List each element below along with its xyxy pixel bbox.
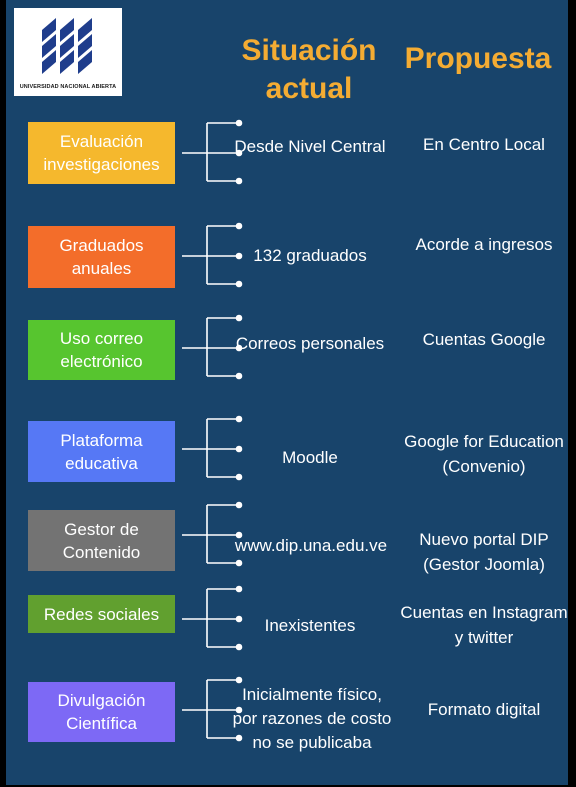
category-box: Uso correo electrónico xyxy=(28,320,175,380)
category-box: Graduados anuales xyxy=(28,226,175,288)
current-situation-text: www.dip.una.edu.ve xyxy=(234,536,388,555)
proposal-text: Nuevo portal DIP (Gestor Joomla) xyxy=(419,530,549,574)
logo-text: UNIVERSIDAD NACIONAL ABIERTA xyxy=(19,84,117,90)
bracket-connector xyxy=(182,314,243,380)
infographic: UNIVERSIDAD NACIONAL ABIERTA Situación a… xyxy=(6,0,568,785)
category-box: Gestor de Contenido xyxy=(28,510,175,571)
bracket-connector xyxy=(182,415,243,481)
proposal-text: Formato digital xyxy=(427,700,541,719)
bracket-connector xyxy=(182,501,243,567)
proposal-text: Acorde a ingresos xyxy=(415,235,553,254)
proposal-text: Cuentas Google xyxy=(422,330,546,349)
proposal-text: Google for Education (Convenio) xyxy=(404,432,564,476)
category-box: Plataforma educativa xyxy=(28,421,175,482)
current-situation-text: 132 graduados xyxy=(253,246,367,265)
proposal-text: En Centro Local xyxy=(423,135,545,154)
university-logo: UNIVERSIDAD NACIONAL ABIERTA xyxy=(14,8,122,96)
category-box: Divulgación Científica xyxy=(28,682,175,742)
current-situation-text: Desde Nivel Central xyxy=(234,137,386,156)
current-situation-text: Inicialmente físico, por razones de cost… xyxy=(232,685,392,752)
bracket-connector xyxy=(182,222,243,288)
header-current-situation: Situación actual xyxy=(241,34,377,105)
proposal-text: Cuentas en Instagram y twitter xyxy=(400,603,568,647)
una-logo-icon xyxy=(42,18,92,74)
category-box: Evaluación investigaciones xyxy=(28,122,175,184)
category-box: Redes sociales xyxy=(28,595,175,633)
header-proposal: Propuesta xyxy=(404,42,552,75)
bracket-connector xyxy=(182,585,243,651)
current-situation-text: Inexistentes xyxy=(264,616,356,635)
bracket-connector xyxy=(182,676,243,742)
current-situation-text: Moodle xyxy=(282,448,338,467)
bracket-connector xyxy=(182,119,243,185)
current-situation-text: Correos personales xyxy=(235,334,385,353)
